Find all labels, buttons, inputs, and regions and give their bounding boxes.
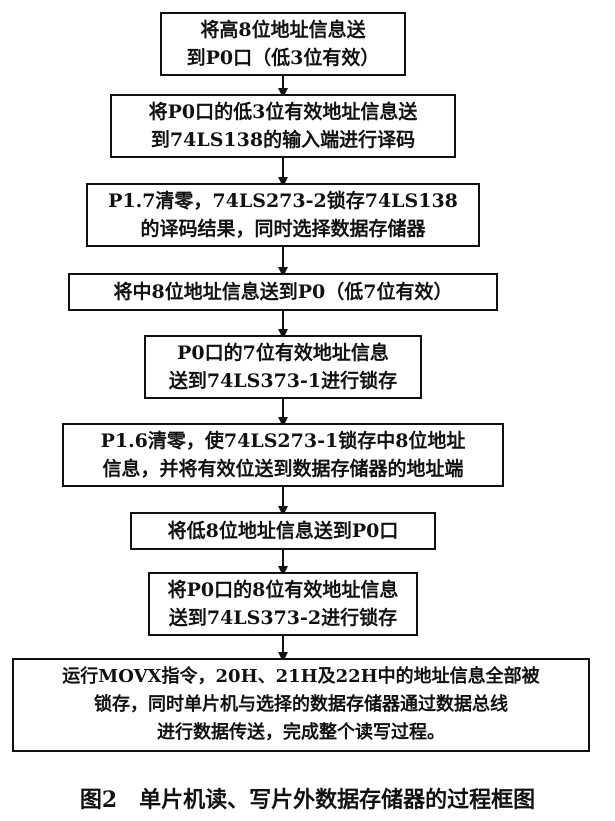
step-text-line: 将P0口的低3位有效地址信息送	[148, 101, 418, 123]
step-text-line: 信息，并将有效位送到数据存储器的地址端	[102, 458, 464, 480]
step-text-line: 将低8位地址信息送到P0口	[167, 520, 399, 542]
step-text-line: 将高8位地址信息送	[200, 19, 366, 41]
step-text-line: 运行MOVX指令，20H、21H及22H中的地址信息全部被	[62, 666, 540, 687]
step-text-line: P0口的7位有效地址信息	[177, 342, 389, 364]
flow-step-2: 将P0口的低3位有效地址信息送到74LS138的输入端进行译码	[110, 94, 456, 158]
step-text-line: 将中8位地址信息送到P0（低7位有效）	[113, 281, 453, 303]
step-text-line: 送到74LS373-2进行锁存	[168, 607, 398, 629]
flow-step-6: P1.6清零，使74LS273-1锁存中8位地址信息，并将有效位送到数据存储器的…	[62, 423, 504, 487]
step-text-line: P1.6清零，使74LS273-1锁存中8位地址	[100, 430, 466, 452]
step-text-line: P1.7清零，74LS273-2锁存74LS138	[108, 190, 458, 212]
flow-step-1: 将高8位地址信息送到P0口（低3位有效）	[160, 12, 406, 76]
figure-caption: 图2 单片机读、写片外数据存储器的过程框图	[79, 787, 536, 813]
step-text-line: 锁存，同时单片机与选择的数据存储器通过数据总线	[93, 694, 508, 715]
flow-step-9: 运行MOVX指令，20H、21H及22H中的地址信息全部被锁存，同时单片机与选择…	[12, 658, 590, 752]
step-text-line: 将P0口的8位有效地址信息	[167, 579, 399, 601]
step-text-line: 的译码结果，同时选择数据存储器	[140, 218, 426, 240]
step-text-line: 进行数据传送，完成整个读写过程。	[156, 722, 445, 743]
flow-step-5: P0口的7位有效地址信息送到74LS373-1进行锁存	[144, 335, 422, 399]
step-text-line: 到P0口（低3位有效）	[186, 47, 380, 69]
step-text-line: 送到74LS373-1进行锁存	[168, 370, 398, 392]
step-text-line: 到74LS138的输入端进行译码	[150, 129, 416, 151]
flow-step-3: P1.7清零，74LS273-2锁存74LS138 的译码结果，同时选择数据存储器	[86, 183, 480, 247]
flow-step-4: 将中8位地址信息送到P0（低7位有效）	[68, 273, 498, 311]
flow-step-7: 将低8位地址信息送到P0口	[130, 512, 436, 550]
flow-step-8: 将P0口的8位有效地址信息送到74LS373-2进行锁存	[148, 572, 418, 636]
